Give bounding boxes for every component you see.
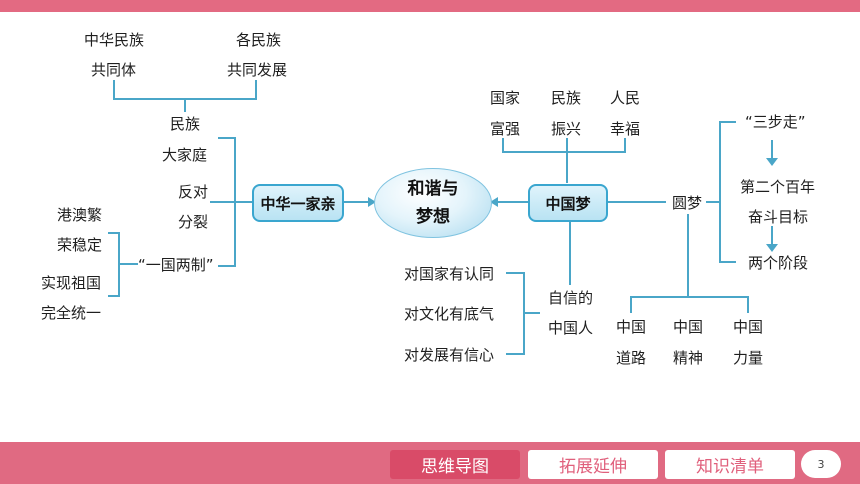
node-hk-2: 荣稳定 bbox=[57, 236, 103, 254]
node-family-2: 大家庭 bbox=[162, 146, 208, 164]
tab-knowledge-list[interactable]: 知识清单 bbox=[665, 450, 795, 479]
node-attitude-culture: 对文化有底气 bbox=[404, 305, 495, 323]
node-china-spirit-1: 中国 bbox=[673, 318, 704, 336]
node-zhonghua-minzu-1: 中华民族 bbox=[84, 31, 145, 49]
box-zhongguo-meng: 中国梦 bbox=[528, 184, 608, 222]
node-step2b: 奋斗目标 bbox=[748, 208, 809, 226]
node-china-road-1: 中国 bbox=[616, 318, 647, 336]
page-number: 3 bbox=[801, 450, 841, 478]
node-renmin-1: 人民 bbox=[610, 89, 641, 107]
node-attitude-development: 对发展有信心 bbox=[404, 346, 495, 364]
node-china-spirit-2: 精神 bbox=[673, 349, 704, 367]
box-zhonghua-yijiaqin: 中华一家亲 bbox=[252, 184, 344, 222]
node-reunify-1: 实现祖国 bbox=[41, 274, 102, 292]
center-line1: 和谐与 bbox=[407, 179, 459, 199]
node-reunify-2: 完全统一 bbox=[41, 304, 102, 322]
node-confident-2: 中国人 bbox=[548, 319, 594, 337]
node-ge-minzu-2: 共同发展 bbox=[227, 61, 288, 79]
node-oppose-2: 分裂 bbox=[178, 213, 209, 231]
node-family-1: 民族 bbox=[170, 115, 201, 133]
center-line2: 梦想 bbox=[416, 207, 450, 227]
node-renmin-2: 幸福 bbox=[610, 120, 641, 138]
node-step3: 两个阶段 bbox=[748, 254, 809, 272]
node-china-road-2: 道路 bbox=[616, 349, 647, 367]
node-step1: “三步走” bbox=[745, 113, 806, 131]
node-zhonghua-minzu-2: 共同体 bbox=[91, 61, 137, 79]
center-hexie-mengxiang: 和谐与 梦想 bbox=[374, 168, 492, 238]
node-minzu-1: 民族 bbox=[551, 89, 582, 107]
node-attitude-nation: 对国家有认同 bbox=[404, 265, 495, 283]
node-step2a: 第二个百年 bbox=[740, 178, 816, 196]
node-confident-1: 自信的 bbox=[548, 289, 594, 307]
node-hk-1: 港澳繁 bbox=[57, 206, 103, 224]
node-yuanmeng: 圆梦 bbox=[672, 194, 703, 212]
node-guojia-2: 富强 bbox=[490, 120, 521, 138]
node-one-country: “一国两制” bbox=[138, 256, 214, 274]
node-guojia-1: 国家 bbox=[490, 89, 521, 107]
tab-mind-map[interactable]: 思维导图 bbox=[390, 450, 520, 479]
tab-extension[interactable]: 拓展延伸 bbox=[528, 450, 658, 479]
node-china-power-1: 中国 bbox=[733, 318, 764, 336]
top-accent-bar bbox=[0, 0, 860, 12]
node-china-power-2: 力量 bbox=[733, 349, 764, 367]
node-oppose-1: 反对 bbox=[178, 183, 209, 201]
node-minzu-2: 振兴 bbox=[551, 120, 582, 138]
node-ge-minzu-1: 各民族 bbox=[236, 31, 282, 49]
